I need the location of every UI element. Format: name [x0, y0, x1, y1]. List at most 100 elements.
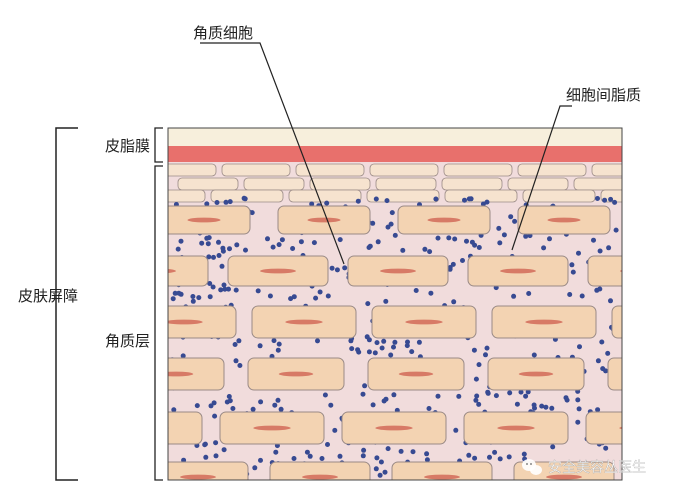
lipid-dot	[404, 343, 410, 349]
lipid-dot	[180, 353, 186, 359]
lipid-dot	[377, 472, 383, 478]
lipid-dot	[424, 451, 430, 457]
lipid-dot	[409, 349, 415, 355]
lipid-dot	[252, 465, 258, 471]
lipid-dot	[230, 406, 236, 411]
lipid-dot	[204, 235, 210, 241]
lipid-dot	[384, 198, 390, 204]
flattened-cell	[288, 189, 362, 203]
cell-nucleus	[518, 371, 554, 377]
lipid-dot	[451, 299, 457, 305]
keratinocyte-label: 角质细胞	[193, 24, 253, 42]
lipid-dot	[511, 293, 517, 299]
lipid-dot	[211, 400, 217, 406]
lipid-dot	[226, 286, 231, 292]
lipid-dot	[271, 338, 277, 344]
lipid-dot	[291, 456, 297, 461]
lipid-dot	[216, 253, 222, 258]
lipid-dot	[325, 442, 330, 447]
keratinocytes	[168, 205, 622, 480]
lipid-dot	[313, 295, 319, 301]
lipid-dot	[487, 454, 492, 460]
flattened-cell	[295, 163, 365, 177]
lipid-dot	[523, 233, 529, 239]
lipid-dot	[202, 442, 208, 448]
lipid-dot	[298, 239, 304, 245]
flattened-cell	[522, 189, 596, 203]
lipid-dot	[497, 240, 503, 246]
lipid-leader-line	[511, 105, 572, 251]
lipid-dot	[456, 393, 462, 399]
lipid-dot	[570, 269, 576, 275]
lipid-dot	[233, 287, 239, 293]
lipid-dot	[362, 383, 368, 389]
lipid-dot	[382, 469, 388, 475]
cell-nucleus	[525, 319, 563, 325]
lipid-dot	[602, 197, 608, 203]
cell-nucleus	[500, 268, 536, 274]
lipid-dot	[476, 362, 482, 368]
lipid-dot	[213, 440, 219, 446]
flattened-cell	[168, 163, 217, 177]
lipid-dot	[324, 200, 330, 206]
lipid-dot	[220, 248, 226, 254]
lipid-dot	[383, 396, 389, 402]
lipid-dot	[595, 196, 600, 201]
lipid-dot	[288, 296, 294, 302]
lipid-dot	[464, 238, 469, 244]
cell-nucleus	[253, 425, 291, 431]
lipid-dot	[337, 453, 343, 459]
lipid-dot	[594, 287, 600, 293]
cell-nucleus	[285, 319, 323, 325]
lipid-dot	[378, 459, 384, 465]
flattened-cell	[366, 189, 440, 203]
keratinocyte-cell	[611, 305, 622, 339]
lipid-dot	[290, 246, 296, 251]
lipid-dot	[426, 406, 432, 411]
lipid-dot	[370, 220, 376, 226]
lipid-dot	[304, 449, 310, 455]
flattened-cell	[221, 163, 291, 177]
lipid-dot	[370, 402, 376, 408]
cell-nucleus	[405, 319, 443, 325]
cell-nucleus	[424, 474, 460, 480]
cell-nucleus	[547, 217, 581, 223]
lipid-dot	[267, 293, 273, 299]
lipid-dot	[207, 294, 213, 300]
lipid-dot	[605, 350, 611, 356]
lipid-dot	[332, 427, 338, 433]
red-band-layer	[168, 146, 622, 162]
lipid-dot	[514, 401, 520, 407]
lipid-dot	[278, 406, 284, 412]
lipid-dot	[213, 453, 219, 459]
lipid-dot	[243, 247, 248, 253]
lipid-dot	[501, 232, 507, 238]
skin-barrier-label: 皮肤屏障	[18, 287, 78, 305]
lipid-dot	[279, 237, 285, 243]
lipid-dot	[236, 338, 242, 344]
lipid-dot	[480, 201, 486, 207]
lipid-dot	[374, 340, 380, 346]
lipid-dot	[276, 242, 282, 248]
lipid-dot	[462, 197, 467, 203]
cell-nucleus	[380, 268, 416, 274]
lipid-dot	[208, 403, 214, 409]
lipid-dot	[531, 402, 537, 408]
lipid-dot	[216, 239, 221, 245]
lipid-dot	[242, 196, 248, 202]
flattened-cell	[177, 177, 239, 191]
lipid-dot	[360, 391, 366, 397]
lipid-dot	[233, 358, 239, 364]
lipid-dot	[381, 338, 387, 344]
lipid-dot	[591, 237, 596, 243]
lipid-dot	[275, 397, 281, 403]
flattened-cells	[168, 163, 622, 203]
cell-nucleus	[260, 268, 296, 274]
lipid-dot	[196, 295, 202, 301]
lipid-dot	[493, 393, 499, 399]
lipid-dot	[194, 403, 200, 409]
lipid-dot	[175, 246, 181, 252]
lipid-dot	[265, 236, 270, 242]
lipid-dot	[435, 235, 441, 241]
